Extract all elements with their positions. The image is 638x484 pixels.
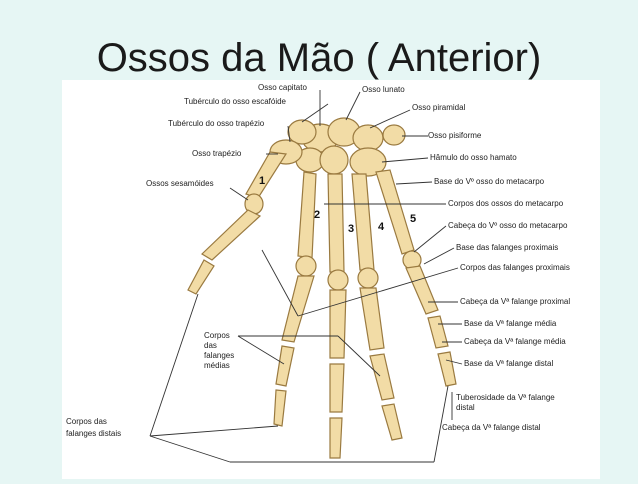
label-corpos-medias-2: das [204,341,217,350]
proximal-phalanx-4 [359,287,385,351]
label-osso-trapezio: Osso trapézio [192,149,242,158]
label-cabeca-v-falange-proximal: Cabeça da Vª falange proximal [460,297,570,306]
label-base-v-falange-media: Base da Vª falange média [464,319,557,328]
triquetrum-bone [352,124,384,152]
metacarpal-5 [375,169,415,255]
distal-phalanx-2 [273,389,287,427]
number-1: 1 [259,175,265,187]
label-osso-pisiforme: Osso pisiforme [428,131,482,140]
label-cabeca-v-falange-media: Cabeça da Vª falange média [464,337,566,346]
diagram-panel: .bone{fill:#f2dca6;stroke:#9a7a40;stroke… [62,80,600,479]
capitate-body-bone [319,145,349,175]
distal-phalanx-5 [437,351,457,387]
pisiform-bone [382,124,406,146]
label-corpos-distais-1: Corpos das [66,417,107,426]
label-osso-piramidal: Osso piramidal [412,103,466,112]
label-corpos-medias-1: Corpos [204,331,230,340]
label-corpos-medias-4: médias [204,361,230,370]
leader-lines [149,90,463,463]
label-corpos-metacarpo: Corpos dos ossos do metacarpo [448,199,564,208]
thumb-proximal-phalanx [201,209,262,261]
thumb-bones [187,151,288,295]
label-corpos-medias-3: falanges [204,351,234,360]
label-cabeca-v-metacarpo: Cabeça do Vº osso do metacarpo [448,221,568,230]
number-5: 5 [410,213,416,225]
label-hamulo-hamato: Hâmulo do osso hamato [430,153,517,162]
metacarpal-head-3 [327,269,349,291]
metacarpal-3 [327,173,345,273]
metacarpal-head-2 [295,255,317,277]
label-tuberosidade-1: Tuberosidade da Vª falange [456,393,555,402]
label-osso-lunato: Osso lunato [362,85,405,94]
carpal-bones [269,117,406,177]
thumb-distal-phalanx [187,259,215,295]
metacarpal-head-4 [357,267,379,289]
thumb-metacarpal [245,151,288,199]
middle-phalanx-5 [427,315,449,349]
proximal-phalanx-3 [329,289,347,359]
proximal-phalanx-2 [281,275,315,343]
label-corpos-falanges-proximais: Corpos das falanges proximais [460,263,570,272]
number-4: 4 [378,221,385,233]
distal-phalanx-3 [329,417,343,459]
label-corpos-distais-2: falanges distais [66,429,121,438]
label-base-v-metacarpo: Base do Vº osso do metacarpo [434,177,545,186]
slide-title: Ossos da Mão ( Anterior) [96,36,542,80]
label-ossos-sesamoides: Ossos sesamóides [146,179,214,188]
finger-bones [273,169,457,459]
label-tuberculo-escafoide: Tubérculo do osso escafóide [184,97,287,106]
number-2: 2 [314,209,320,221]
label-tuberosidade-2: distal [456,403,475,412]
distal-phalanx-4 [381,403,403,441]
label-osso-capitato: Osso capitato [258,83,307,92]
middle-phalanx-3 [329,363,345,413]
scaphoid-bone [287,119,317,145]
label-cabeca-v-falange-distal: Cabeça da Vª falange distal [442,423,541,432]
hand-bones-diagram: .bone{fill:#f2dca6;stroke:#9a7a40;stroke… [66,83,570,463]
number-3: 3 [348,223,354,235]
labels: Osso capitato Osso lunato Tubérculo do o… [66,83,570,438]
middle-phalanx-2 [275,345,295,387]
label-tuberculo-trapezio: Tubérculo do osso trapézio [168,119,265,128]
proximal-phalanx-5 [405,265,439,315]
label-base-falanges-proximais: Base das falanges proximais [456,243,558,252]
label-base-v-falange-distal: Base da Vª falange distal [464,359,553,368]
middle-phalanx-4 [369,353,395,401]
finger-numbers: 1 2 3 4 5 [259,175,416,235]
metacarpal-4 [351,173,375,271]
